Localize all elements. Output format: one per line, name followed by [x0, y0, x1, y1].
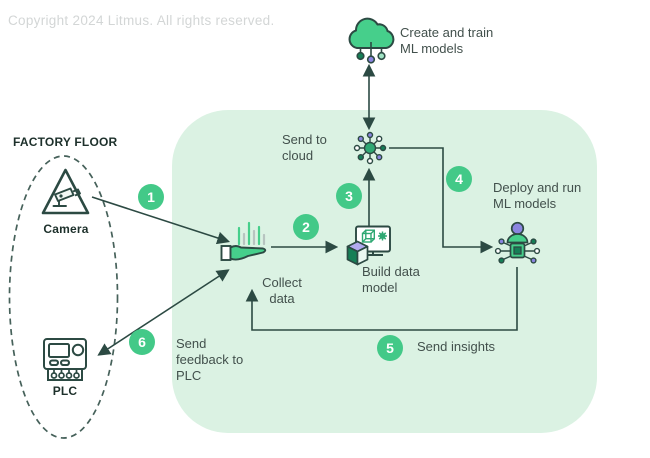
- send-feedback-label: Send feedback to PLC: [176, 336, 244, 383]
- user-chip-icon: [494, 221, 541, 264]
- step-badge-6: 6: [129, 329, 155, 355]
- arrow-camera-to-collect: [91, 196, 231, 245]
- arrow-collect-feedback-to-plc: [97, 269, 230, 356]
- build-data-model-label: Build data model: [362, 264, 420, 295]
- camera-label: Camera: [43, 222, 89, 236]
- step-badge-5: 5: [377, 335, 403, 361]
- copyright-text: Copyright 2024 Litmus. All rights reserv…: [8, 13, 275, 28]
- data-model-icon: [346, 225, 391, 266]
- hand-collect-icon: [220, 221, 267, 261]
- send-insights-label: Send insights: [417, 339, 496, 354]
- arrow-deploy-insights-to-collect: [245, 267, 518, 331]
- cctv-camera-icon: [41, 168, 90, 215]
- cloud-ml-icon: [348, 17, 395, 64]
- cloud-node-label: Create and train ML models: [400, 25, 494, 56]
- step-badge-1: 1: [138, 184, 164, 210]
- plc-label: PLC: [52, 384, 78, 398]
- plc-device-icon: [43, 338, 87, 381]
- collect-data-label: Collect data: [262, 275, 302, 306]
- step-badge-3: 3: [336, 183, 362, 209]
- factory-floor-title: FACTORY FLOOR: [13, 135, 118, 149]
- step-badge-4: 4: [446, 166, 472, 192]
- arrow-cloudnode-to-deploy: [389, 147, 494, 254]
- edge-pipeline-panel: [172, 110, 597, 433]
- deploy-run-label: Deploy and run ML models: [493, 180, 582, 211]
- send-to-cloud-label: Send to cloud: [282, 132, 327, 163]
- network-node-icon: [353, 131, 387, 165]
- step-badge-2: 2: [293, 214, 319, 240]
